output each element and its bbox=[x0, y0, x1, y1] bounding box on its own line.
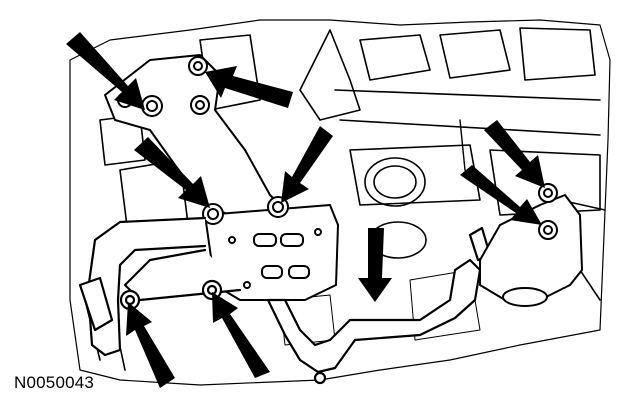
callout-arrow-7 bbox=[358, 228, 392, 302]
callout-arrow-1 bbox=[66, 32, 145, 110]
callout-arrow-9 bbox=[460, 165, 542, 225]
callout-arrow-8 bbox=[484, 120, 545, 188]
coolant-outlet-plate bbox=[202, 196, 339, 301]
callout-arrow-6 bbox=[212, 292, 270, 378]
left-coolant-tube bbox=[78, 216, 242, 357]
callout-arrow-2 bbox=[205, 66, 293, 108]
callout-arrow-3 bbox=[134, 137, 210, 208]
figure-label: N0050043 bbox=[14, 373, 95, 392]
callout-arrow-5 bbox=[126, 302, 175, 388]
callout-arrows bbox=[66, 32, 545, 388]
callout-arrow-4 bbox=[281, 126, 333, 203]
upper-bracket bbox=[104, 54, 286, 216]
